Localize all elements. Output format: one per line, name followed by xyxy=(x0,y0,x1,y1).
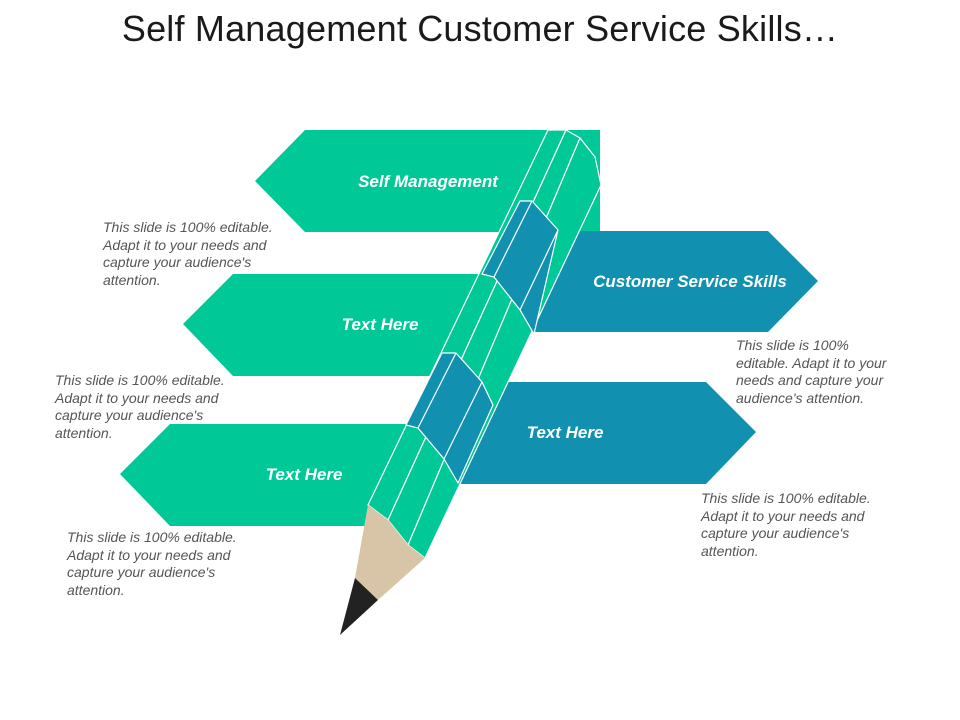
description-3: This slide is 100% editable. Adapt it to… xyxy=(55,372,240,442)
description-line: Adapt it to your needs and xyxy=(55,389,219,406)
description-line: attention. xyxy=(103,271,161,288)
description-line: capture your audience's xyxy=(701,525,850,541)
description-line: This slide is 100% editable. xyxy=(103,219,273,235)
description-line: needs and capture your xyxy=(736,372,884,388)
description-line: Adapt it to your needs and xyxy=(701,507,865,524)
slide-title: Self Management Customer Service Skills… xyxy=(121,8,839,49)
arrow-label: Text Here xyxy=(342,315,419,334)
arrow-shape xyxy=(183,274,500,376)
description-line: capture your audience's xyxy=(55,407,204,423)
description-line: attention. xyxy=(67,581,125,598)
arrow-text-here-3: Text Here xyxy=(120,424,420,526)
description-line: audience's attention. xyxy=(736,389,864,406)
description-line: attention. xyxy=(701,542,759,559)
description-2: This slide is 100% editable. Adapt it to… xyxy=(736,337,921,407)
description-1: This slide is 100% editable. Adapt it to… xyxy=(103,219,288,289)
description-line: This slide is 100% xyxy=(736,337,849,353)
description-line: Adapt it to your needs and xyxy=(103,236,267,253)
arrow-text-here-2: Text Here xyxy=(440,382,756,484)
arrow-shape xyxy=(440,382,756,484)
description-line: capture your audience's xyxy=(103,254,252,270)
arrow-customer-service-skills: Customer Service Skills xyxy=(510,231,818,332)
description-4: This slide is 100% editable. Adapt it to… xyxy=(701,490,886,560)
description-5: This slide is 100% editable. Adapt it to… xyxy=(67,529,252,599)
pencil xyxy=(340,129,602,635)
description-line: editable. Adapt it to your xyxy=(736,354,887,371)
arrow-shape xyxy=(510,231,818,332)
arrow-text-here-1: Text Here xyxy=(183,274,500,376)
arrow-label: Text Here xyxy=(527,423,604,442)
description-line: Adapt it to your needs and xyxy=(67,546,231,563)
arrow-shape xyxy=(120,424,420,526)
description-line: This slide is 100% editable. xyxy=(67,529,237,545)
pencil-lead-tip xyxy=(340,578,378,635)
pencil-wood-tip xyxy=(355,505,425,600)
description-line: This slide is 100% editable. xyxy=(701,490,871,506)
arrow-label: Customer Service Skills xyxy=(593,272,787,291)
pencil-band xyxy=(481,200,559,336)
pencil-band xyxy=(405,352,494,485)
description-line: attention. xyxy=(55,424,113,441)
description-line: This slide is 100% editable. xyxy=(55,372,225,388)
arrow-label: Self Management xyxy=(358,172,499,191)
arrow-label: Text Here xyxy=(266,465,343,484)
description-line: capture your audience's xyxy=(67,564,216,580)
